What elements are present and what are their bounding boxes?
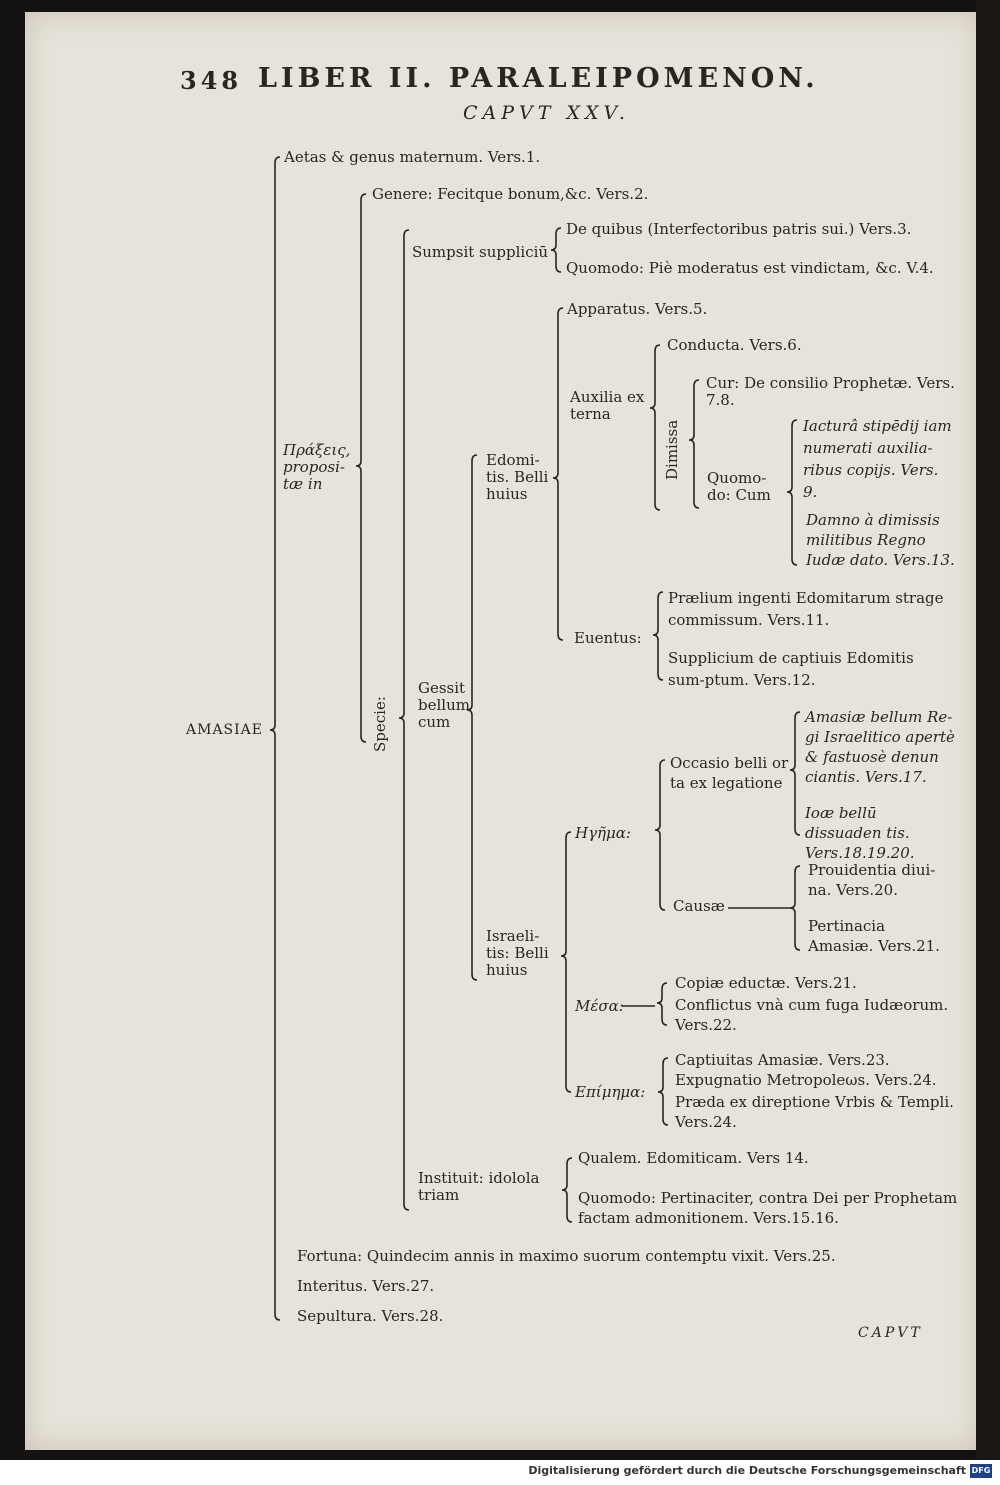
node-hegema: Ηγῆμα: [575, 824, 631, 842]
running-title: LIBER II. PARALEIPOMENON. [258, 63, 819, 94]
node-supplicium: Supplicium de captiuis Edomitis sum-ptum… [668, 649, 914, 689]
node-damno: Damno à dimissis militibus Regno Iudæ da… [806, 511, 955, 569]
node-quomodo-2: Quomo-do: Cum [707, 469, 771, 504]
node-edomitis: Edomi-tis. Belli huius [486, 451, 549, 503]
node-quomodo-1: Quomodo: Piè moderatus est vindictam, &c… [566, 259, 934, 277]
node-instituit: Instituit: idolola triam [418, 1169, 540, 1204]
chapter-heading: CAPVT XXV. [463, 102, 630, 124]
node-qualem: Qualem. Edomiticam. Vers 14. [578, 1149, 809, 1167]
node-occasio: Occasio belli or ta ex legatione [670, 754, 789, 792]
node-cur: Cur: De consilio Prophetæ. Vers. 7.8. [706, 374, 955, 409]
node-gessit: Gessit bellum cum [418, 679, 470, 731]
node-expugnatio: Expugnatio Metropoleωs. Vers.24. [675, 1071, 937, 1089]
node-copiae: Copiæ eductæ. Vers.21. [675, 974, 857, 992]
footer-credit: Digitalisierung gefördert durch die Deut… [528, 1464, 966, 1477]
node-mesa: Μέσα: [575, 997, 624, 1015]
dfg-logo: DFG [970, 1464, 992, 1478]
node-quomodo-3: Quomodo: Pertinaciter, contra Dei per Pr… [578, 1189, 958, 1227]
node-iactura: Iacturâ stipēdij iam numerati auxilia-ri… [803, 417, 952, 501]
catchword: CAPVT [858, 1325, 923, 1341]
node-sumpsit: Sumpsit suppliciū [412, 243, 549, 261]
book-gutter [976, 0, 1000, 1460]
node-praxeis: Πράξεις, proposi-tæ in [283, 441, 351, 493]
node-auxilia: Auxilia ex terna [570, 388, 645, 423]
node-fortuna: Fortuna: Quindecim annis in maximo suoru… [297, 1247, 836, 1265]
node-dequibus: De quibus (Interfectoribus patris sui.) … [566, 220, 912, 238]
node-captiuitas: Captiuitas Amasiæ. Vers.23. [675, 1051, 890, 1069]
node-conducta: Conducta. Vers.6. [667, 336, 802, 354]
node-genere: Genere: Fecitque bonum,&c. Vers.2. [372, 185, 649, 203]
node-israelitis: Israeli-tis: Belli huius [486, 927, 549, 979]
book-page [25, 12, 980, 1450]
node-interitus: Interitus. Vers.27. [297, 1277, 435, 1295]
node-pertinacia: Pertinacia Amasiæ. Vers.21. [808, 917, 940, 955]
node-ioas: Ioæ bellū dissuaden tis. Vers.18.19.20. [805, 804, 915, 862]
node-causae: Causæ [673, 897, 725, 915]
node-specie: Specie: [371, 696, 389, 752]
node-prouidentia: Prouidentia diui-na. Vers.20. [808, 861, 936, 899]
node-amasiae-bellum: Amasiæ bellum Re-gi Israelitico apertè &… [805, 708, 955, 786]
page-number: 348 [180, 66, 243, 95]
node-epimema: Επίμημα: [575, 1083, 646, 1101]
node-praeda: Præda ex direptione Vrbis & Templi. Vers… [675, 1093, 954, 1131]
node-aetas: Aetas & genus maternum. Vers.1. [284, 148, 541, 166]
node-conflictus: Conflictus vnà cum fuga Iudæorum. Vers.2… [675, 996, 949, 1034]
node-dimissa: Dimissa [663, 419, 681, 480]
node-apparatus: Apparatus. Vers.5. [567, 300, 708, 318]
node-sepultura: Sepultura. Vers.28. [297, 1307, 444, 1325]
digitization-footer: Digitalisierung gefördert durch die Deut… [0, 1460, 1000, 1485]
node-praelium: Prælium ingenti Edomitarum strage commis… [668, 589, 944, 629]
node-euentus: Euentus: [574, 629, 642, 647]
root-label: AMASIAE [186, 722, 264, 738]
